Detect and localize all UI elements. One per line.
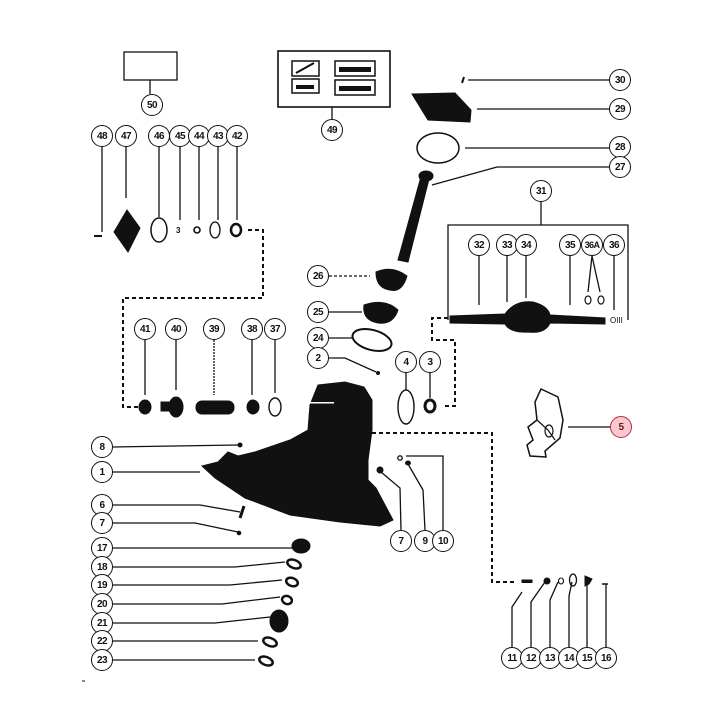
part-50-box [123,51,178,81]
part-26-gear [375,268,408,291]
callout-part-26[interactable]: 26 [307,265,329,287]
part-39 [195,400,235,415]
callout-part-17[interactable]: 17 [91,537,113,559]
callout-part-34[interactable]: 34 [515,234,537,256]
callout-part-30[interactable]: 30 [609,69,631,91]
callout-part-46[interactable]: 46 [148,125,170,147]
callout-part-24[interactable]: 24 [307,327,329,349]
callout-part-7a[interactable]: 7 [91,512,113,534]
part-29 [411,92,472,123]
part-28-oring [416,132,460,164]
callout-part-37[interactable]: 37 [264,318,286,340]
callout-part-36[interactable]: 36 [603,234,625,256]
callout-part-4[interactable]: 4 [395,351,417,373]
callout-part-27[interactable]: 27 [609,156,631,178]
part-40 [168,396,184,418]
part-21 [269,609,289,633]
callout-part-50[interactable]: 50 [141,94,163,116]
callout-part-35[interactable]: 35 [559,234,581,256]
part-17 [291,538,311,554]
callout-part-42[interactable]: 42 [226,125,248,147]
callout-part-2[interactable]: 2 [307,347,329,369]
part-3 [423,398,437,414]
part-37 [268,397,282,417]
callout-part-36A[interactable]: 36A [581,234,603,256]
part-27-driveshaft [397,172,431,263]
callout-part-7b[interactable]: 7 [390,530,412,552]
callout-part-18[interactable]: 18 [91,556,113,578]
callout-part-41[interactable]: 41 [134,318,156,340]
callout-part-40[interactable]: 40 [165,318,187,340]
svg-text:3: 3 [176,226,181,235]
callout-part-48[interactable]: 48 [91,125,113,147]
callout-part-49[interactable]: 49 [321,119,343,141]
part-47 [113,209,141,253]
callout-part-1[interactable]: 1 [91,461,113,483]
part-49-decals [291,60,376,96]
callout-part-29[interactable]: 29 [609,98,631,120]
callout-part-12[interactable]: 12 [520,647,542,669]
part-38 [246,399,260,415]
svg-text:OIII: OIII [610,316,623,325]
callout-part-8[interactable]: 8 [91,436,113,458]
part-1-gear-housing [200,381,394,527]
callout-part-10[interactable]: 10 [432,530,454,552]
callout-part-23[interactable]: 23 [91,649,113,671]
part-31-propshaft-assembly [449,301,606,333]
part-49-decal-set [277,50,391,108]
callout-part-9[interactable]: 9 [414,530,436,552]
part-4 [397,389,415,425]
callout-part-16[interactable]: 16 [595,647,617,669]
callout-part-6[interactable]: 6 [91,494,113,516]
callout-part-47[interactable]: 47 [115,125,137,147]
part-41 [138,399,152,415]
callout-part-39[interactable]: 39 [203,318,225,340]
callout-part-31[interactable]: 31 [530,180,552,202]
callout-part-5[interactable]: 5 [610,416,632,438]
part-46 [150,217,168,243]
part-24-oring [351,328,393,352]
callout-part-3[interactable]: 3 [419,351,441,373]
callout-part-20[interactable]: 20 [91,593,113,615]
callout-part-28[interactable]: 28 [609,136,631,158]
part-5-gasket [526,387,564,458]
callout-part-32[interactable]: 32 [468,234,490,256]
callout-part-25[interactable]: 25 [307,301,329,323]
part-25-bearing [363,301,399,324]
callout-part-38[interactable]: 38 [241,318,263,340]
